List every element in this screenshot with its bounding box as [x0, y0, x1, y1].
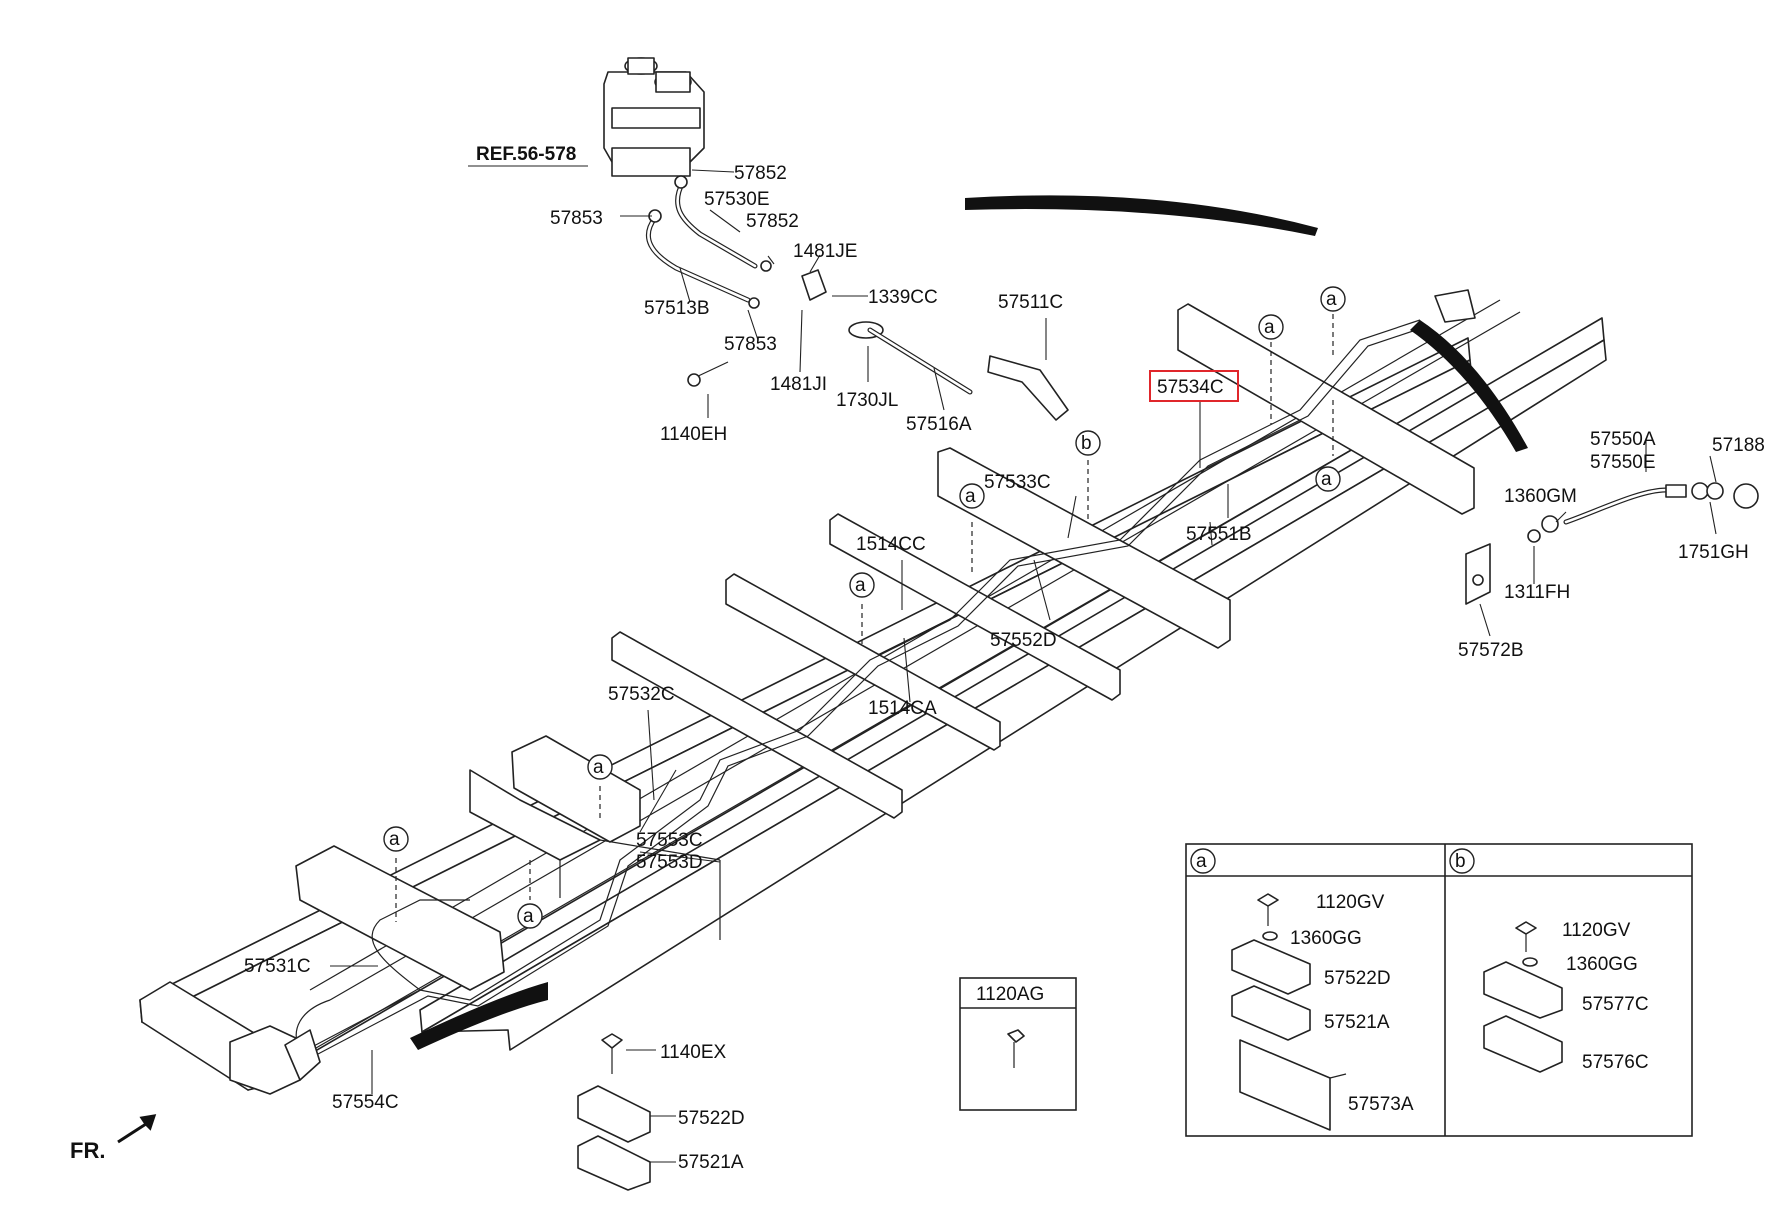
front-label: FR. — [70, 1138, 105, 1163]
label-57521A: 57521A — [678, 1152, 744, 1173]
callout-a: a — [523, 906, 534, 927]
label-1140EH: 1140EH — [660, 424, 727, 445]
callout-a: a — [855, 575, 866, 596]
callout-a: a — [965, 486, 976, 507]
label-57852: 57852 — [746, 211, 799, 232]
label-57532C: 57532C — [608, 684, 675, 705]
label-57533C: 57533C — [984, 472, 1051, 493]
clip-locator-lines — [395, 314, 1334, 922]
callout-a: a — [389, 829, 400, 850]
locator-arrows — [410, 195, 1528, 1050]
label-57550A: 57550A — [1590, 429, 1656, 450]
callout-a: a — [1264, 317, 1275, 338]
reservoir-hoses — [645, 175, 1069, 421]
label-1481JI: 1481JI — [770, 374, 827, 395]
detail-b-item: 57577C — [1582, 994, 1649, 1015]
highlight-box — [1149, 370, 1239, 402]
detail-b-item: 57576C — [1582, 1052, 1649, 1073]
callout-a: a — [1321, 469, 1332, 490]
box-1120AG-title: 1120AG — [976, 984, 1044, 1005]
label-57553C: 57553C — [636, 830, 703, 851]
label-57516A: 57516A — [906, 414, 972, 435]
label-1514CC: 1514CC — [856, 534, 926, 555]
label-57853: 57853 — [550, 208, 603, 229]
detail-a-item: 1120GV — [1316, 892, 1385, 913]
part-labels: REF.56-578 57852 57530E 57853 57852 1481… — [70, 144, 1765, 1173]
label-57553D: 57553D — [636, 852, 703, 873]
front-arrow-icon — [117, 1114, 157, 1144]
bolt-icon — [1007, 1029, 1025, 1043]
label-1730JL: 1730JL — [836, 390, 898, 411]
label-57513B: 57513B — [644, 298, 710, 319]
label-57550E: 57550E — [1590, 452, 1656, 473]
detail-b-item: 1120GV — [1562, 920, 1631, 941]
ref-label[interactable]: REF.56-578 — [476, 144, 576, 165]
label-57551B: 57551B — [1186, 524, 1252, 545]
label-57572B: 57572B — [1458, 640, 1524, 661]
label-57522D: 57522D — [678, 1108, 745, 1129]
label-57534C[interactable]: 57534C — [1157, 377, 1224, 398]
chassis-frame — [139, 299, 1607, 1095]
callout-a: a — [1326, 289, 1337, 310]
label-57188: 57188 — [1712, 435, 1765, 456]
label-1751GH: 1751GH — [1678, 542, 1749, 563]
detail-a-item: 57573A — [1348, 1094, 1414, 1115]
leader-lines — [330, 165, 1717, 1094]
rear-brake-hose — [1465, 482, 1759, 605]
label-57554C: 57554C — [332, 1092, 399, 1113]
label-1311FH: 1311FH — [1504, 582, 1570, 603]
box-1120AG: 1120AG — [959, 977, 1077, 1111]
label-57852: 57852 — [734, 163, 787, 184]
label-57853: 57853 — [724, 334, 777, 355]
detail-a-item: 1360GG — [1290, 928, 1362, 949]
callout-b: b — [1081, 433, 1092, 454]
detail-a-item: 57522D — [1324, 968, 1391, 989]
label-1140EX: 1140EX — [660, 1042, 727, 1063]
detail-header-a: a — [1196, 851, 1207, 872]
detail-a-item: 57521A — [1324, 1012, 1390, 1033]
detail-header-b: b — [1455, 851, 1466, 872]
label-1339CC: 1339CC — [868, 287, 938, 308]
callout-a: a — [593, 757, 604, 778]
detail-b-item: 1360GG — [1566, 954, 1638, 975]
label-1481JE: 1481JE — [793, 241, 857, 262]
brake-fluid-reservoir — [603, 57, 705, 177]
label-1514CA: 1514CA — [868, 698, 937, 719]
label-57531C: 57531C — [244, 956, 311, 977]
loose-clip-set — [577, 1033, 676, 1191]
detail-box: a b 1120GV 1360GG 57522D 57521A 57573A 1… — [1185, 843, 1693, 1137]
brake-tube-routing — [284, 289, 1476, 1081]
label-57511C: 57511C — [998, 292, 1063, 313]
callout-markers: a a a b a a a a a — [383, 286, 1346, 929]
label-1360GM: 1360GM — [1504, 486, 1577, 507]
label-57530E: 57530E — [704, 189, 770, 210]
label-57552D: 57552D — [990, 630, 1057, 651]
